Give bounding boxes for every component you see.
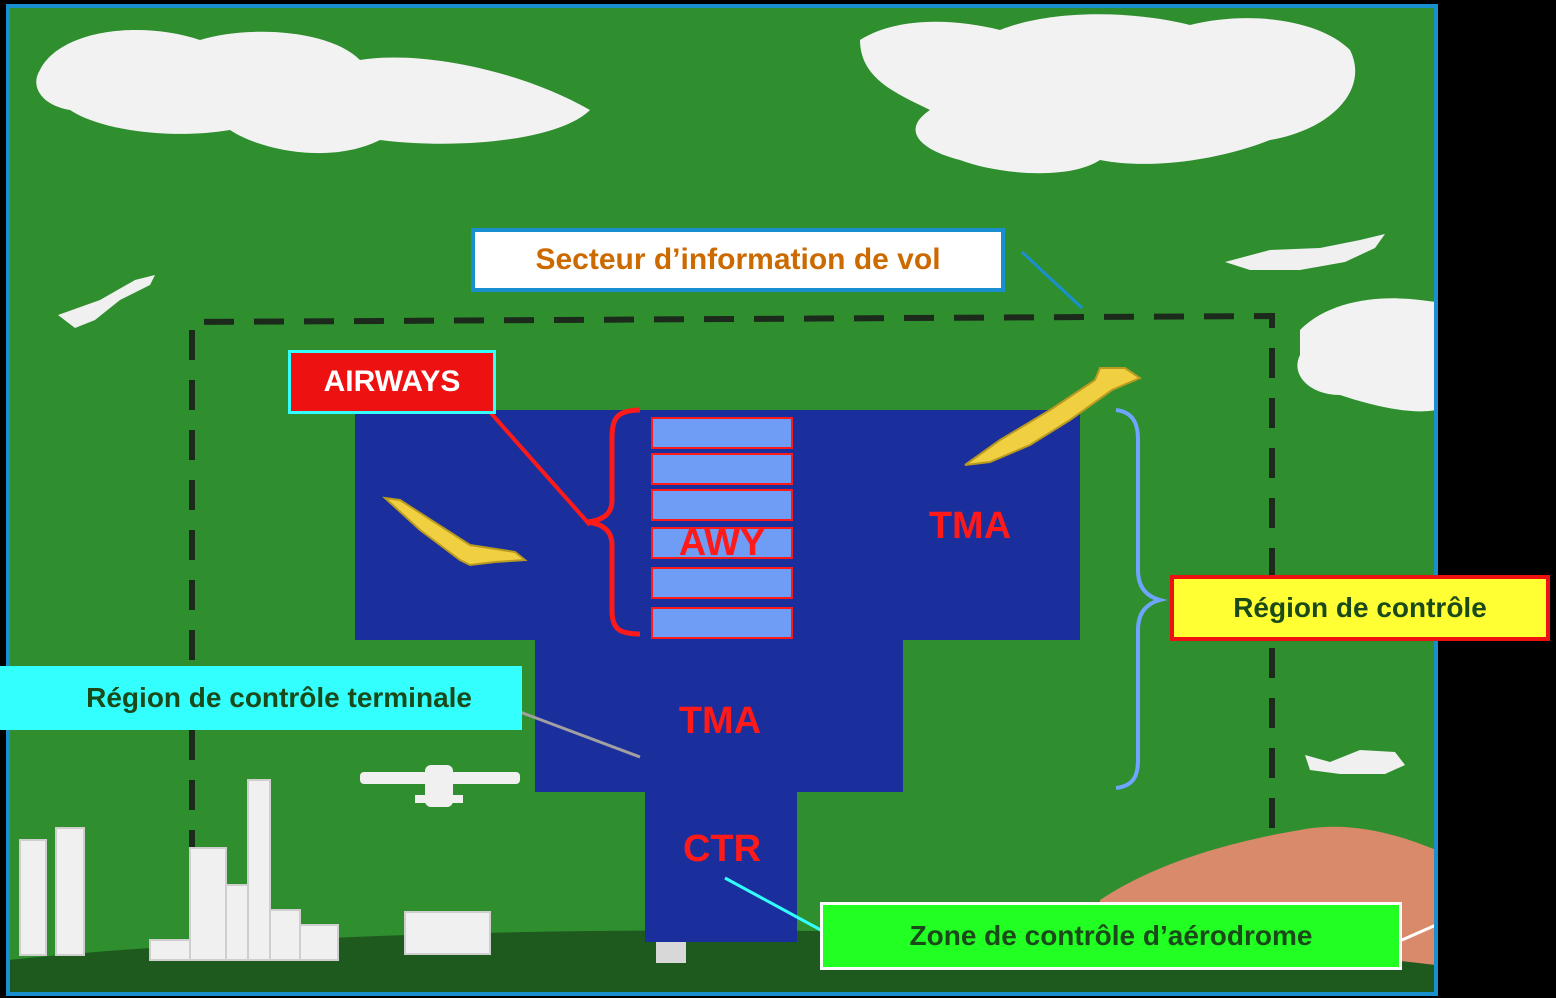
cloud-right bbox=[1297, 298, 1436, 412]
airplane-white-right-icon bbox=[1225, 234, 1385, 270]
awy-zone-label: AWY bbox=[678, 522, 766, 564]
airplane-yellow-left-icon bbox=[381, 496, 528, 567]
airway-bands bbox=[651, 417, 793, 639]
terminal-leader-line bbox=[519, 710, 641, 759]
fir-leader-line bbox=[1020, 250, 1084, 310]
cloud-top-right bbox=[860, 14, 1356, 174]
fir-label: Secteur d’information de vol bbox=[471, 228, 1005, 292]
aerodrome-leader-line bbox=[724, 876, 831, 937]
aerodrome-right-leader-line bbox=[1401, 923, 1437, 942]
ctr-zone-label: CTR bbox=[682, 828, 762, 870]
airplane-white-left-icon bbox=[58, 275, 155, 328]
airplane-cessna-icon bbox=[360, 765, 520, 807]
tma-upper-zone-label: TMA bbox=[928, 505, 1012, 547]
diagram-frame bbox=[6, 4, 1438, 996]
city-buildings bbox=[19, 779, 491, 961]
terminal-region-label: Région de contrôle terminale bbox=[0, 666, 522, 730]
control-region-brace bbox=[1115, 408, 1168, 790]
control-region-label: Région de contrôle bbox=[1170, 575, 1550, 641]
airways-leader-line bbox=[488, 410, 592, 527]
airways-label: AIRWAYS bbox=[288, 350, 496, 414]
airplane-white-small-icon bbox=[1305, 750, 1405, 774]
tma-lower-block bbox=[535, 640, 903, 792]
ctr-block bbox=[645, 792, 797, 942]
aerodrome-zone-label: Zone de contrôle d’aérodrome bbox=[820, 902, 1402, 970]
cloud-left bbox=[36, 30, 590, 154]
airplane-yellow-right-icon bbox=[964, 367, 1143, 466]
fir-boundary bbox=[189, 312, 1275, 960]
tma-lower-zone-label: TMA bbox=[678, 700, 762, 742]
